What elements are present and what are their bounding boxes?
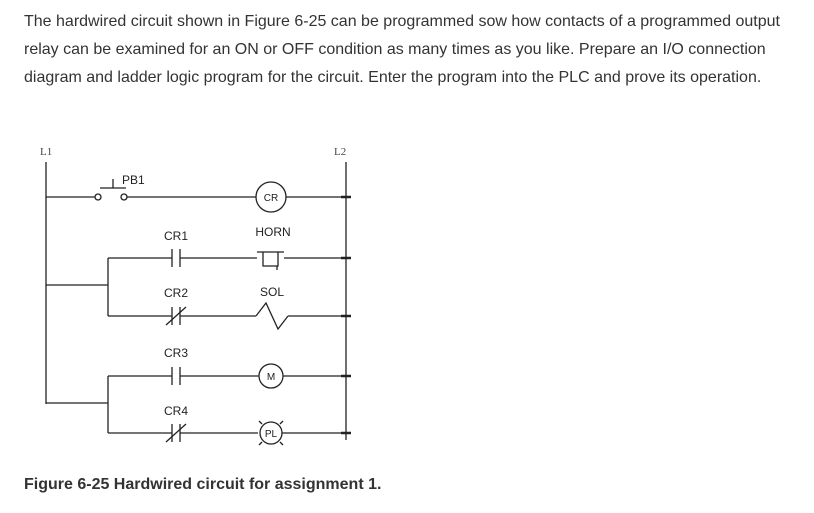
figure-caption: Figure 6-25 Hardwired circuit for assign… [24,476,382,493]
sol-label: SOL [260,285,284,299]
pb1-label: PB1 [122,173,145,187]
cr4-label: CR4 [164,404,188,418]
cr3-label: CR3 [164,346,188,360]
horn-label: HORN [255,225,290,239]
pilot-light-label: PL [265,429,278,440]
rail-l1-label: L1 [40,146,52,158]
question-text: The hardwired circuit shown in Figure 6-… [24,13,780,86]
ladder-diagram: L1 L2 PB1 CR CR1 HORN CR2 SOL CR3 M CR4 … [40,146,351,446]
cr2-label: CR2 [164,286,188,300]
cr1-label: CR1 [164,229,188,243]
rail-l2-label: L2 [334,146,346,158]
solenoid-shape [255,301,289,331]
cr-coil-label: CR [264,193,278,204]
motor-label: M [267,372,275,383]
horn-shape [257,251,284,270]
